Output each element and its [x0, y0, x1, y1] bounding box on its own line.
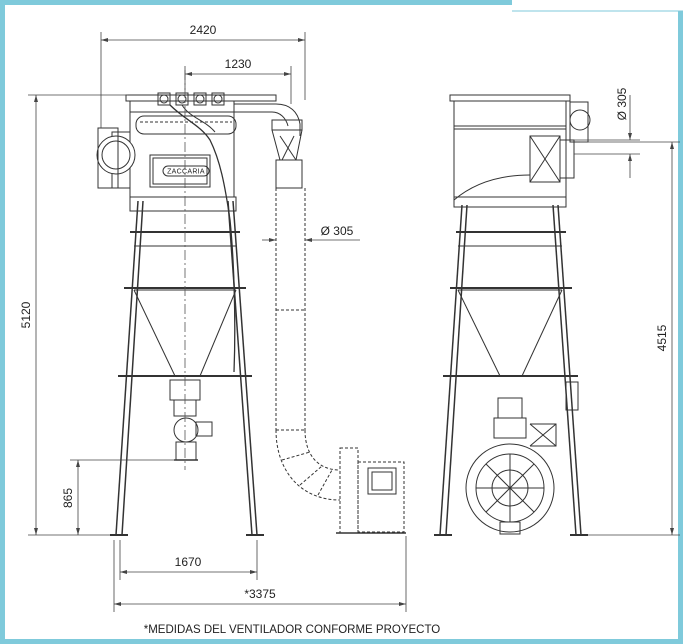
- duct-and-fan: [234, 103, 406, 534]
- logo-plate: ZACCARIA: [167, 169, 205, 176]
- dimension-lines: [28, 32, 680, 612]
- dim-duct-diameter: Ø 305: [321, 224, 354, 238]
- dim-base-width: 1670: [175, 555, 202, 569]
- dim-side-height: 4515: [655, 324, 669, 351]
- side-view: [434, 94, 591, 536]
- dim-discharge-height: 865: [61, 488, 75, 508]
- dim-outlet-offset: 1230: [225, 57, 252, 71]
- dim-side-diameter: Ø 305: [615, 87, 629, 120]
- front-view: [96, 92, 277, 536]
- dim-overall-height: 5120: [19, 301, 33, 328]
- dim-total-width: *3375: [244, 587, 276, 601]
- dimension-arrows: [34, 38, 674, 606]
- dim-overall-width: 2420: [190, 23, 217, 37]
- footnote-caption: *MEDIDAS DEL VENTILADOR CONFORME PROYECT…: [144, 624, 441, 636]
